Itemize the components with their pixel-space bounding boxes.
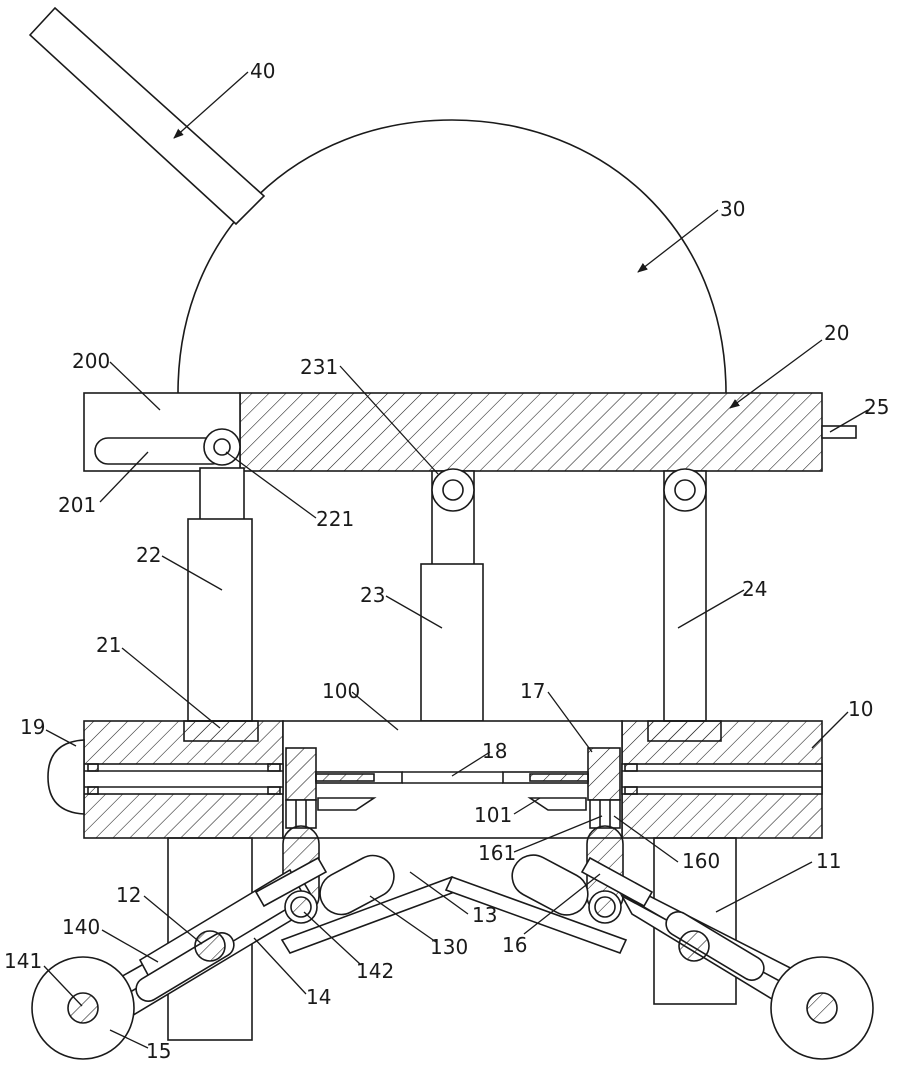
pin-16 xyxy=(595,897,615,917)
label-13: 13 xyxy=(472,903,497,927)
label-11: 11 xyxy=(816,849,841,873)
label-161: 161 xyxy=(478,841,516,865)
slider-17 xyxy=(588,748,620,800)
label-20: 20 xyxy=(824,321,849,345)
label-40: 40 xyxy=(250,59,275,83)
knob-19 xyxy=(48,740,84,814)
pin-142 xyxy=(291,897,311,917)
cylinder-23-body xyxy=(421,564,483,721)
axle-right xyxy=(807,993,837,1023)
label-24: 24 xyxy=(742,577,767,601)
cylinder-22-rod xyxy=(200,468,244,520)
label-10: 10 xyxy=(848,697,873,721)
label-23: 23 xyxy=(360,583,385,607)
label-101: 101 xyxy=(474,803,512,827)
bolt-right xyxy=(679,931,709,961)
pivot-231-inner xyxy=(443,480,463,500)
channel-right xyxy=(622,764,822,794)
label-231: 231 xyxy=(300,355,338,379)
column-160 xyxy=(590,800,620,828)
handle-40 xyxy=(30,8,264,224)
label-221: 221 xyxy=(316,507,354,531)
label-18: 18 xyxy=(482,739,507,763)
label-17: 17 xyxy=(520,679,545,703)
label-130: 130 xyxy=(430,935,468,959)
label-140: 140 xyxy=(62,915,100,939)
column-left xyxy=(286,800,316,828)
label-200: 200 xyxy=(72,349,110,373)
label-16: 16 xyxy=(502,933,527,957)
seat-24 xyxy=(648,721,721,741)
label-160: 160 xyxy=(682,849,720,873)
label-19: 19 xyxy=(20,715,45,739)
label-201: 201 xyxy=(58,493,96,517)
label-25: 25 xyxy=(864,395,889,419)
bolt-12 xyxy=(195,931,225,961)
label-22: 22 xyxy=(136,543,161,567)
label-142: 142 xyxy=(356,959,394,983)
pin-25 xyxy=(822,426,856,438)
label-100: 100 xyxy=(322,679,360,703)
axle-141 xyxy=(68,993,98,1023)
pivot-24-inner xyxy=(675,480,695,500)
slider-left xyxy=(286,748,316,800)
label-15: 15 xyxy=(146,1039,171,1063)
label-141: 141 xyxy=(4,949,42,973)
label-21: 21 xyxy=(96,633,121,657)
label-30: 30 xyxy=(720,197,745,221)
channel-left xyxy=(84,764,283,794)
dome-30 xyxy=(178,120,726,393)
label-12: 12 xyxy=(116,883,141,907)
seat-21 xyxy=(184,721,258,741)
label-14: 14 xyxy=(306,985,331,1009)
cylinder-22-body xyxy=(188,519,252,721)
